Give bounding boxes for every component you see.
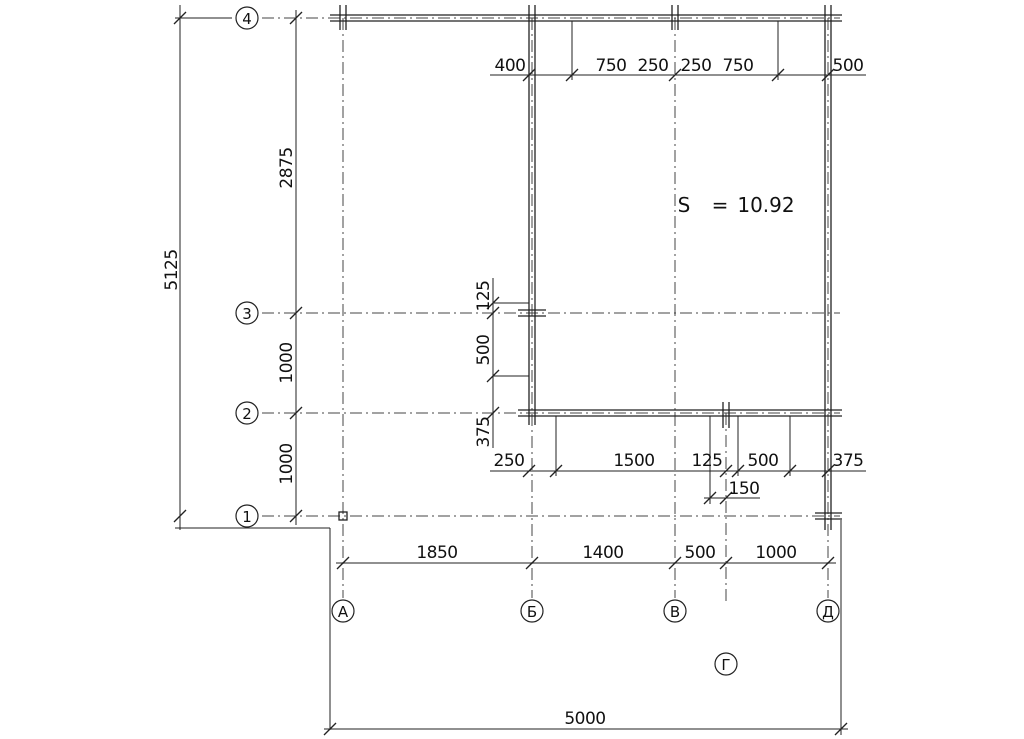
axis-bubble-d — [816, 599, 840, 623]
top-dimension-chain: 400 750 250 250 750 500 — [490, 21, 866, 82]
dim-mid-1500: 1500 — [613, 451, 654, 471]
dim-mid-150: 150 — [729, 479, 760, 499]
axis-label-3: 3 — [242, 305, 252, 323]
dim-mid-250: 250 — [494, 451, 525, 471]
axis-label-v: В — [670, 603, 680, 621]
overall-width-dimension: 5000 — [323, 520, 848, 736]
dim-left-1000-lower: 1000 — [277, 443, 297, 484]
dim-left-2875: 2875 — [277, 147, 297, 188]
axis-bubble-a — [331, 599, 355, 623]
dim-side-500: 500 — [474, 335, 494, 366]
dim-side-375: 375 — [474, 417, 494, 448]
axis-lines — [262, 17, 840, 605]
dim-mid-125: 125 — [692, 451, 723, 471]
axis-label-a: А — [338, 603, 349, 621]
area-value: 10.92 — [737, 193, 794, 217]
dim-bottom-1850: 1850 — [416, 543, 457, 563]
dim-bottom-500: 500 — [685, 543, 716, 563]
dim-top-400: 400 — [495, 56, 526, 76]
dim-mid-500: 500 — [748, 451, 779, 471]
axis-bubble-v — [663, 599, 687, 623]
axis-label-4: 4 — [242, 10, 252, 28]
axis-label-d: Д — [822, 603, 834, 621]
axis-bubble-1 — [235, 504, 259, 528]
dim-overall-height: 5125 — [162, 249, 182, 290]
dim-mid-375: 375 — [833, 451, 864, 471]
axis-bubble-3 — [235, 301, 259, 325]
dim-top-250-right: 250 — [681, 56, 712, 76]
area-symbol: S — [678, 193, 691, 217]
axis-label-g: Г — [721, 656, 730, 674]
dim-top-750-right: 750 — [723, 56, 754, 76]
middle-dimension-chain: 250 1500 125 500 375 150 — [490, 416, 866, 505]
bottom-dimension-chain: 1850 1400 500 1000 — [336, 543, 836, 570]
dim-top-500: 500 — [833, 56, 864, 76]
walls — [330, 5, 842, 530]
column-axis-markers: А Б В Д Г — [331, 599, 840, 676]
left-dimension-chain: 2875 1000 1000 — [277, 10, 303, 525]
area-equals: = — [712, 193, 729, 217]
dim-side-125: 125 — [474, 281, 494, 312]
dim-top-250-left: 250 — [638, 56, 669, 76]
axis-label-2: 2 — [242, 405, 252, 423]
axis-bubble-2 — [235, 401, 259, 425]
axis-label-b: Б — [527, 603, 537, 621]
axis-bubble-4 — [235, 6, 259, 30]
dim-top-750-left: 750 — [596, 56, 627, 76]
dim-bottom-1000: 1000 — [755, 543, 796, 563]
axis-bubble-g — [714, 652, 738, 676]
axis-bubble-b — [520, 599, 544, 623]
row-axis-markers: 4 3 2 1 — [235, 6, 259, 528]
room-area-label: S = 10.92 — [678, 193, 795, 217]
side-dimension-chain: 125 500 375 — [474, 278, 529, 448]
dim-bottom-1400: 1400 — [582, 543, 623, 563]
overall-height-dimension: 5125 — [162, 5, 331, 730]
dim-left-1000-upper: 1000 — [277, 342, 297, 383]
dim-overall-width: 5000 — [564, 709, 605, 729]
axis-label-1: 1 — [242, 508, 252, 526]
